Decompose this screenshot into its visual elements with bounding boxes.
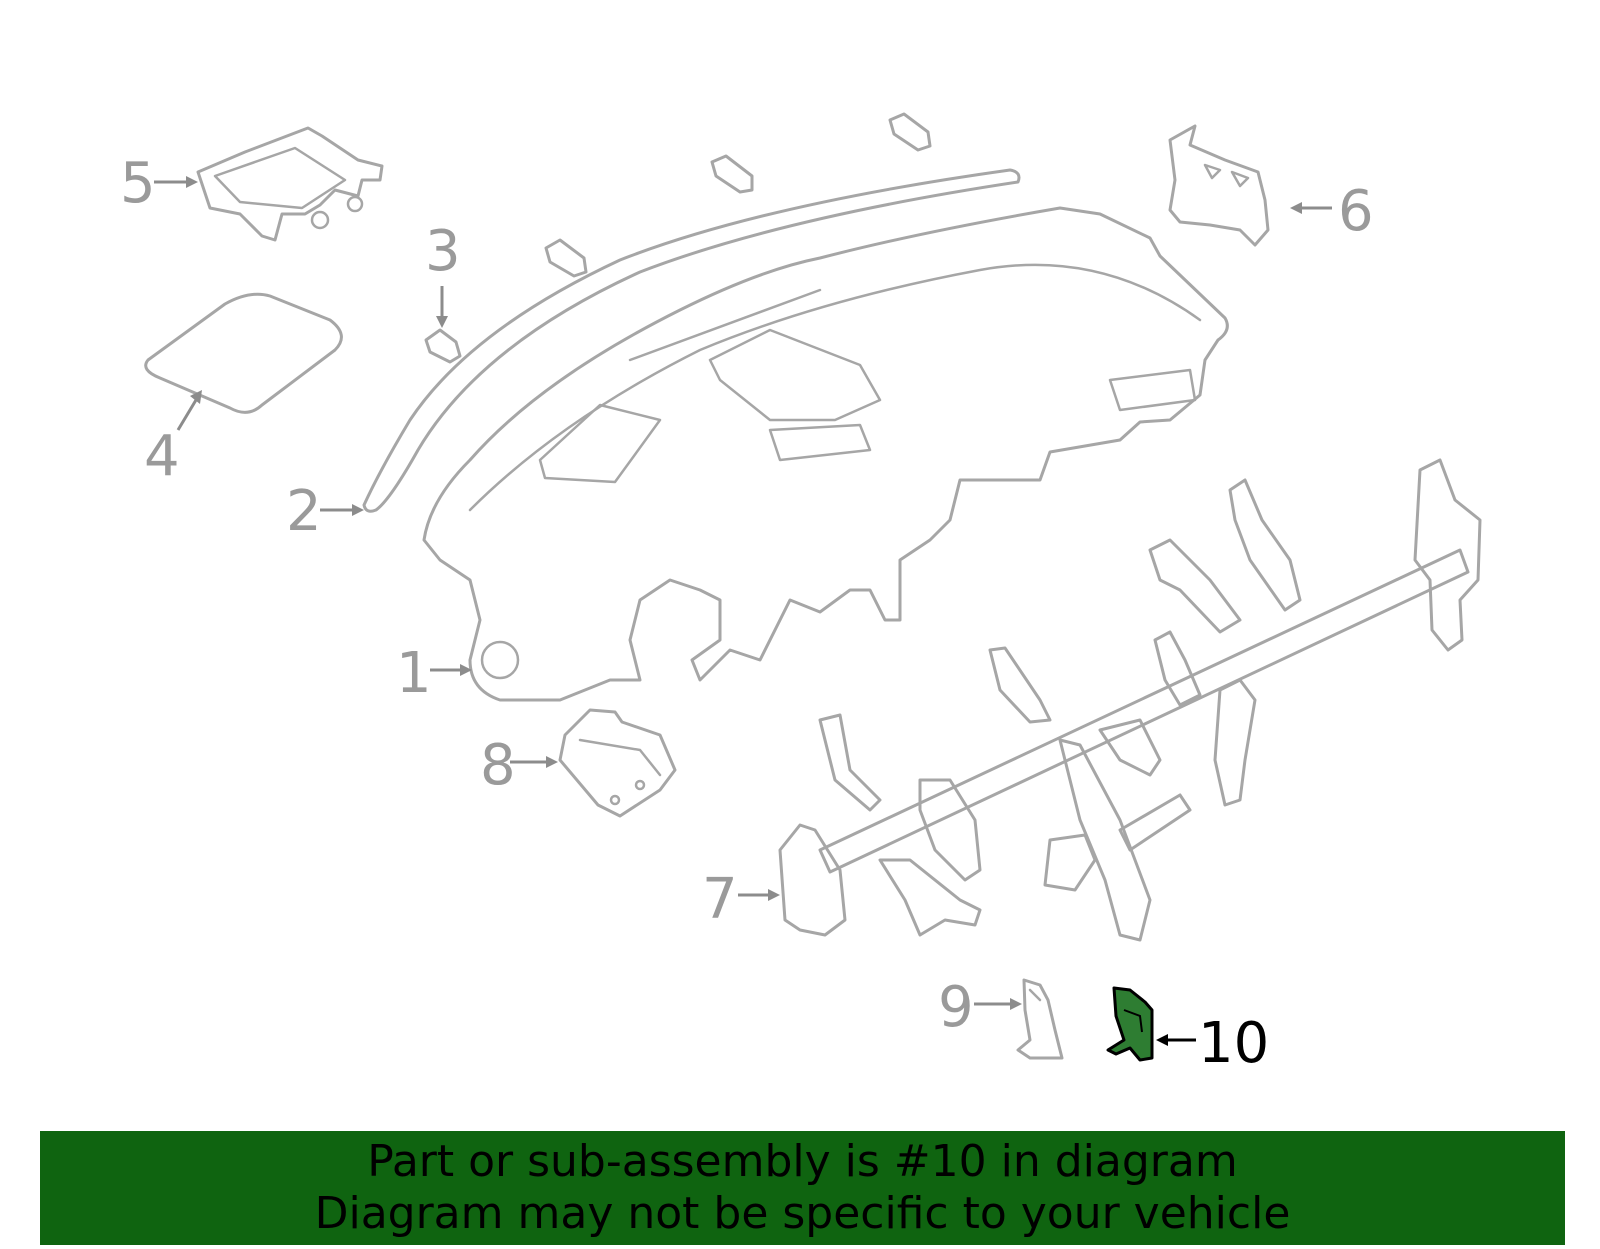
callout-2: 2 <box>286 479 322 544</box>
part-2-trim-strip[interactable] <box>362 168 1021 513</box>
callout-10: 10 <box>1198 1011 1269 1076</box>
top-clips <box>544 112 932 278</box>
part-1-dashboard[interactable] <box>422 206 1229 702</box>
part-10-bracket-highlighted[interactable] <box>1106 986 1154 1062</box>
part-5-bracket[interactable] <box>196 126 384 242</box>
callout-7: 7 <box>702 867 738 932</box>
part-6-side-bracket[interactable] <box>1168 124 1270 247</box>
callout-1: 1 <box>396 641 432 706</box>
callout-arrows <box>154 176 1332 1046</box>
callout-8: 8 <box>480 733 516 798</box>
callout-6: 6 <box>1338 179 1374 244</box>
part-4-cover-panel[interactable] <box>144 292 343 414</box>
callout-9: 9 <box>938 975 974 1040</box>
banner-line-1: Part or sub-assembly is #10 in diagram <box>367 1136 1238 1187</box>
info-banner: Part or sub-assembly is #10 in diagram D… <box>40 1131 1565 1245</box>
part-7-cross-beam[interactable] <box>778 458 1482 942</box>
part-3-clip[interactable] <box>424 328 462 364</box>
callout-3: 3 <box>425 219 461 284</box>
part-8-module-bracket[interactable] <box>558 708 677 818</box>
callout-5: 5 <box>120 151 156 216</box>
callout-4: 4 <box>144 424 180 489</box>
part-9-bracket[interactable] <box>1016 978 1064 1060</box>
banner-line-2: Diagram may not be specific to your vehi… <box>314 1188 1291 1239</box>
